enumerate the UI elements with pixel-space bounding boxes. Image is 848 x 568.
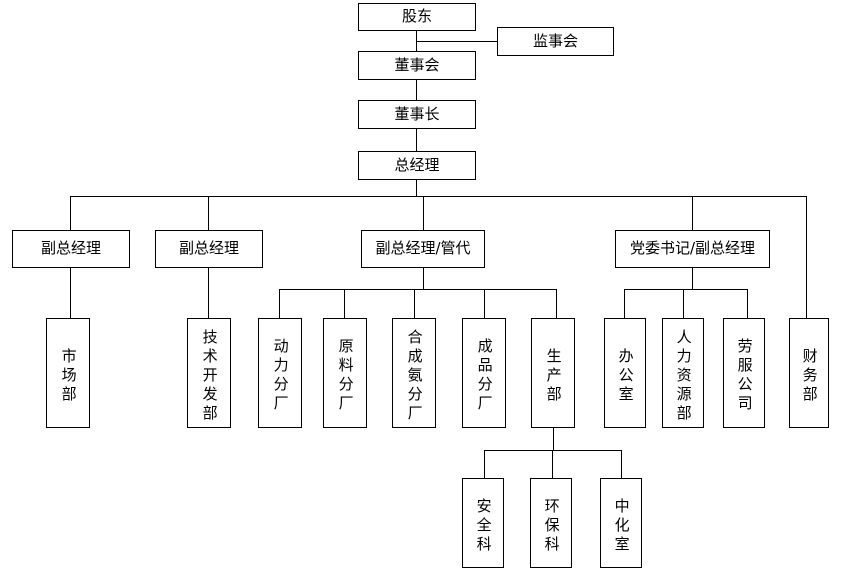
connector-party-bus	[624, 289, 748, 290]
node-label: 董事会	[394, 55, 440, 74]
connector-deputy-mr-down	[423, 268, 424, 289]
connector-party-bus-to-hr	[683, 289, 684, 318]
node-label: 中化室	[612, 497, 631, 555]
node-supervisory-board[interactable]: 监事会	[497, 27, 614, 56]
connector-prod-bus-to-environment	[552, 450, 553, 478]
connector-deputy2-to-techdev	[208, 268, 209, 318]
node-tech-dev-dept[interactable]: 技术开发部	[187, 318, 231, 428]
connector-bus-to-party-secretary	[692, 196, 693, 230]
node-label: 总经理	[394, 155, 440, 174]
connector-mr-bus-to-production	[556, 289, 557, 318]
node-finance-dept[interactable]: 财务部	[789, 318, 829, 428]
node-label: 副总经理	[40, 239, 101, 258]
connector-mr-bus-to-raw	[344, 289, 345, 318]
node-label: 副总经理	[178, 239, 239, 258]
node-general-manager[interactable]: 总经理	[358, 151, 476, 180]
node-label: 合成氨分厂	[405, 328, 424, 424]
node-label: 原料分厂	[336, 338, 355, 414]
node-label: 副总经理/管代	[375, 239, 471, 258]
node-label: 环保科	[542, 497, 561, 555]
node-label: 安全科	[474, 497, 493, 555]
connector-party-bus-to-labor	[747, 289, 748, 318]
connector-mr-bus-to-ammonia	[414, 289, 415, 318]
connector-production-down	[553, 428, 554, 450]
connector-gm-to-bus	[416, 180, 417, 196]
node-label: 技术开发部	[200, 328, 219, 424]
node-power-branch[interactable]: 动力分厂	[258, 318, 302, 428]
node-finished-branch[interactable]: 成品分厂	[462, 318, 506, 428]
node-label: 财务部	[800, 347, 819, 405]
node-chairman[interactable]: 董事长	[358, 100, 476, 129]
node-label: 党委书记/副总经理	[629, 239, 756, 258]
node-label: 办公室	[616, 347, 635, 405]
node-environment-section[interactable]: 环保科	[530, 478, 572, 568]
node-production-dept[interactable]: 生产部	[531, 318, 575, 428]
node-safety-section[interactable]: 安全科	[462, 478, 504, 568]
node-raw-material-branch[interactable]: 原料分厂	[323, 318, 367, 428]
connector-party-bus-to-office	[624, 289, 625, 318]
connector-bus-to-deputy2	[208, 196, 209, 230]
node-label: 股东	[401, 7, 432, 26]
connector-mr-bus-to-finished	[484, 289, 485, 318]
node-label: 劳服公司	[735, 338, 754, 414]
connector-board-to-chairman	[416, 80, 417, 100]
connector-chairman-to-gm	[416, 129, 417, 151]
connector-spine-to-supervisory	[416, 41, 497, 42]
node-shareholders[interactable]: 股东	[358, 3, 476, 31]
connector-deputy-mr-bus	[279, 289, 557, 290]
node-hr-dept[interactable]: 人力资源部	[662, 318, 704, 428]
connector-production-bus	[484, 450, 622, 451]
node-label: 监事会	[532, 31, 578, 50]
connector-bus-to-finance	[806, 196, 807, 318]
connector-prod-bus-to-safety	[484, 450, 485, 478]
node-ammonia-branch[interactable]: 合成氨分厂	[392, 318, 436, 428]
node-market-dept[interactable]: 市场部	[46, 318, 90, 428]
connector-bus-to-deputy-mr	[423, 196, 424, 230]
node-label: 成品分厂	[475, 338, 494, 414]
node-deputy-gm-2[interactable]: 副总经理	[155, 230, 263, 268]
node-central-lab[interactable]: 中化室	[600, 478, 642, 568]
connector-mr-bus-to-power	[279, 289, 280, 318]
connector-executive-bus	[70, 196, 807, 197]
node-deputy-gm-1[interactable]: 副总经理	[12, 230, 130, 268]
node-label: 人力资源部	[674, 328, 693, 424]
node-deputy-gm-mr[interactable]: 副总经理/管代	[361, 230, 485, 268]
node-party-secretary-dgm[interactable]: 党委书记/副总经理	[615, 230, 770, 268]
node-labor-service-co[interactable]: 劳服公司	[723, 318, 765, 428]
node-board-of-directors[interactable]: 董事会	[358, 51, 476, 80]
connector-party-secretary-down	[692, 268, 693, 289]
connector-bus-to-deputy1	[70, 196, 71, 230]
node-label: 董事长	[394, 104, 440, 123]
node-label: 生产部	[544, 347, 563, 405]
connector-deputy1-to-market	[70, 268, 71, 318]
node-office[interactable]: 办公室	[604, 318, 646, 428]
node-label: 动力分厂	[271, 338, 290, 414]
node-label: 市场部	[59, 347, 78, 405]
connector-prod-bus-to-lab	[621, 450, 622, 478]
